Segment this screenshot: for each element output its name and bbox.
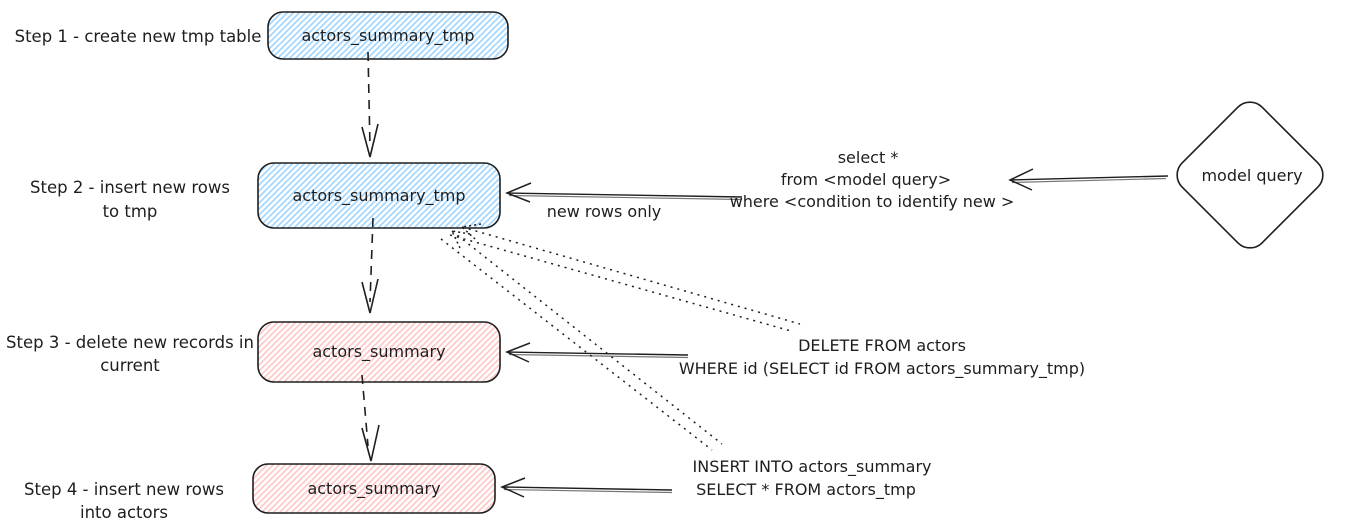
delete-query-line2: WHERE id (SELECT id FROM actors_summary_…: [679, 359, 1085, 379]
step4-label-line1: Step 4 - insert new rows: [24, 480, 224, 499]
step2-label-line1: Step 2 - insert new rows: [30, 178, 230, 197]
arrow-model-to-select: [1008, 168, 1169, 191]
select-query-line3: where <condition to identify new >: [730, 192, 1015, 211]
step4-label-line2: into actors: [80, 503, 168, 522]
select-query-text: select * from <model query> where <condi…: [730, 148, 1015, 211]
model-query-label: model query: [1201, 166, 1302, 185]
step2-table-name: actors_summary_tmp: [292, 186, 465, 206]
dashed-arrow-step1-to-step2: [361, 51, 379, 158]
new-rows-only-label: new rows only: [547, 202, 662, 221]
delete-query-text: DELETE FROM actors WHERE id (SELECT id F…: [679, 336, 1085, 379]
step3-table-name: actors_summary: [312, 342, 445, 362]
arrow-delete-sql: [505, 342, 689, 363]
insert-query-line2: SELECT * FROM actors_tmp: [696, 480, 916, 500]
step3-label-line1: Step 3 - delete new records in: [6, 333, 254, 352]
step1-table-name: actors_summary_tmp: [301, 26, 474, 46]
insert-query-line1: INSERT INTO actors_summary: [693, 457, 932, 477]
dotted-link-delete: [449, 223, 801, 332]
select-query-line1: select *: [838, 148, 899, 167]
dashed-arrow-step2-to-step3: [361, 217, 379, 314]
model-query-diamond: [1176, 101, 1324, 249]
insert-query-text: INSERT INTO actors_summary SELECT * FROM…: [693, 457, 932, 500]
step4-table-box: [252, 463, 496, 514]
step2-table-box: [257, 162, 501, 229]
dashed-arrow-step3-to-step4: [361, 374, 380, 462]
step4-table-name: actors_summary: [307, 479, 440, 499]
arrow-insert-sql: [500, 477, 673, 498]
dotted-link-insert: [440, 230, 723, 451]
step2-label-line2: to tmp: [103, 202, 158, 221]
select-query-line2: from <model query>: [781, 170, 951, 189]
delete-query-line1: DELETE FROM actors: [798, 336, 966, 355]
step3-label-line2: current: [100, 356, 160, 375]
step1-label: Step 1 - create new tmp table: [15, 27, 262, 46]
step3-table-box: [257, 321, 501, 383]
arrow-new-rows: [504, 182, 743, 203]
step1-table-box: [267, 11, 509, 60]
